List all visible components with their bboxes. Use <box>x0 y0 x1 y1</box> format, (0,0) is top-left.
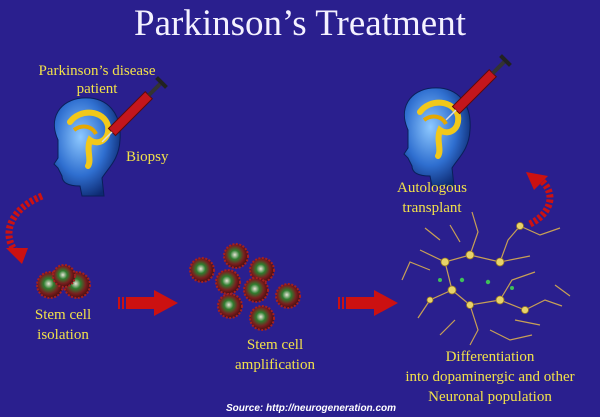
red-arrow-icon <box>526 172 554 228</box>
amplification-label: Stem cell amplification <box>235 337 315 373</box>
red-arrow-icon <box>5 192 44 264</box>
differentiation-line-3: Neuronal population <box>428 389 552 405</box>
syringe-icon <box>445 54 512 121</box>
differentiation-line-1: Differentiation <box>445 349 535 365</box>
biopsy-label: Biopsy <box>126 149 169 165</box>
red-arrow-icon <box>338 290 398 316</box>
isolation-label: Stem cell isolation <box>34 307 92 343</box>
transplant-label: Autologous transplant <box>396 180 467 216</box>
differentiation-label: Differentiation into dopaminergic and ot… <box>380 347 600 407</box>
neuron-bodies <box>426 222 529 314</box>
differentiation-line-2: into dopaminergic and other <box>405 369 575 385</box>
page-title: Parkinson’s Treatment <box>134 3 466 44</box>
red-arrow-icon <box>118 290 178 316</box>
stem-cell-cluster-isolation <box>36 264 91 299</box>
stem-cell-cluster-amplification <box>189 243 301 331</box>
neuron-network-icon <box>401 211 571 346</box>
syringe-icon <box>101 76 168 143</box>
patient-label: Parkinson’s disease patient <box>38 63 156 97</box>
neuron-nuclei <box>438 277 514 290</box>
source-credit: Source: http://neurogeneration.com <box>226 403 397 414</box>
head-profile-icon <box>53 97 121 197</box>
